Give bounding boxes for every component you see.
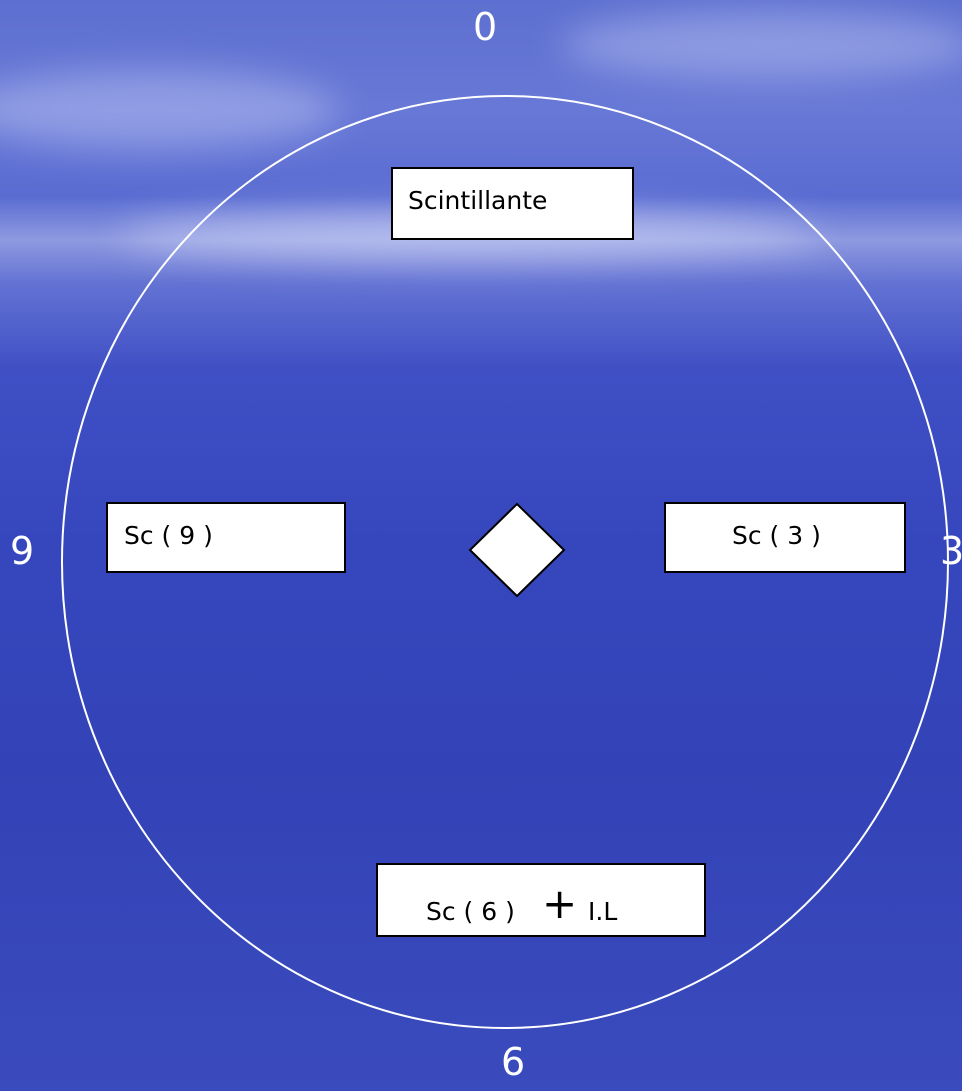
box-top-text: Scintillante <box>408 186 548 215</box>
box-right: Sc ( 3 ) <box>664 502 906 573</box>
background-cloud <box>560 10 962 80</box>
box-top: Scintillante <box>391 167 634 240</box>
dial-label-right: 3 <box>940 529 962 573</box>
box-bottom-plus: + <box>542 879 578 928</box>
dial-circle <box>61 95 949 1029</box>
box-bottom: Sc ( 6 ) + I.L <box>376 863 706 937</box>
box-left: Sc ( 9 ) <box>106 502 346 573</box>
box-right-text: Sc ( 3 ) <box>732 521 821 550</box>
box-bottom-suffix: I.L <box>588 897 618 926</box>
center-diamond <box>468 502 566 598</box>
dial-label-left: 9 <box>10 529 35 573</box>
dial-label-bottom: 6 <box>501 1040 526 1084</box>
dial-label-top: 0 <box>473 5 498 49</box>
box-bottom-text: Sc ( 6 ) <box>426 897 515 926</box>
box-left-text: Sc ( 9 ) <box>124 521 213 550</box>
background-cloud <box>0 70 340 150</box>
